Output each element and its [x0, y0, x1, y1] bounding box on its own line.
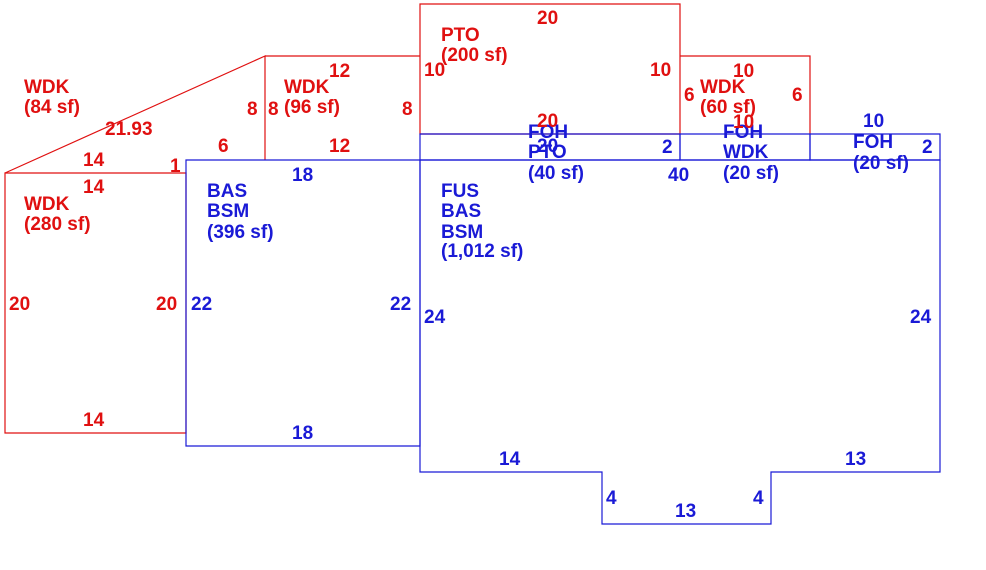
dim-pto-bottom: 20 [537, 111, 558, 132]
dim-foh-top: 10 [863, 111, 884, 132]
dim-wdk280-right: 20 [156, 294, 177, 315]
dim-bas-bottom: 18 [292, 423, 313, 444]
dim-wdk96-top: 12 [329, 61, 350, 82]
pto-200-label: PTO (200 sf) [441, 25, 508, 66]
dim-wdk96-bottom: 12 [329, 136, 350, 157]
house-outlines [185, 133, 941, 525]
dim-wdk84-tick: 1 [170, 156, 181, 177]
dim-fus-top: 40 [668, 165, 689, 186]
dim-wdk84-inner: 8 [247, 99, 258, 120]
fus-1012-label: FUS BAS BSM (1,012 sf) [441, 181, 523, 262]
dim-foh-pto-bottom: 20 [537, 136, 558, 157]
wdk-280-label: WDK (280 sf) [24, 194, 91, 235]
dim-bas-right: 22 [390, 294, 411, 315]
dim-fus-right: 24 [910, 307, 932, 328]
dim-bump-left: 4 [606, 488, 617, 509]
dim-fus-bottom-right: 13 [845, 449, 866, 470]
dim-fus-bottom-left: 14 [499, 449, 521, 470]
dim-foh-pto-right: 2 [662, 137, 673, 158]
house-dimensions: 18 22 22 18 24 24 40 20 2 10 2 14 13 4 4… [191, 111, 933, 522]
dim-bas-left: 22 [191, 294, 212, 315]
foh-20-label: FOH (20 sf) [853, 132, 909, 174]
dim-wdk60-left: 6 [684, 85, 695, 106]
dim-wdk96-left: 8 [268, 99, 279, 120]
dim-pto-left: 10 [424, 60, 445, 81]
wdk-84-label: WDK (84 sf) [24, 77, 80, 118]
dim-pto-right: 10 [650, 60, 671, 81]
wdk-96-label: WDK (96 sf) [284, 77, 340, 118]
wdk-60-label: WDK (60 sf) [700, 77, 756, 118]
dim-fus-left: 24 [424, 307, 446, 328]
deck-dimensions: 20 10 10 20 12 12 8 8 21.93 14 6 1 8 14 … [9, 8, 803, 431]
dim-wdk96-right: 8 [402, 99, 413, 120]
foh-wdk-label: FOH WDK (20 sf) [723, 122, 779, 184]
dim-bump-right: 4 [753, 488, 764, 509]
fus-1012-outline [419, 159, 941, 525]
area-labels: WDK (84 sf) WDK (96 sf) PTO (200 sf) WDK… [24, 25, 909, 262]
dim-wdk280-top: 14 [83, 177, 105, 198]
wdk-60-outline [680, 55, 811, 134]
dim-bump-bottom: 13 [675, 501, 696, 522]
foh-20-outline [809, 133, 941, 161]
dim-wdk60-bottom: 10 [733, 112, 754, 133]
dim-wdk84-diagonal: 21.93 [105, 119, 153, 140]
dim-wdk84-top: 14 [83, 150, 105, 171]
dim-wdk84-right: 6 [218, 136, 229, 157]
foh-pto-label: FOH PTO (40 sf) [528, 122, 584, 184]
dim-wdk60-top: 10 [733, 61, 754, 82]
dim-wdk280-left: 20 [9, 294, 30, 315]
bas-396-label: BAS BSM (396 sf) [207, 181, 274, 243]
dim-wdk60-right: 6 [792, 85, 803, 106]
dim-pto-top: 20 [537, 8, 558, 29]
dim-wdk280-bottom: 14 [83, 410, 105, 431]
deck-outlines [4, 3, 811, 434]
dim-bas-top: 18 [292, 165, 313, 186]
dim-foh-right: 2 [922, 137, 933, 158]
